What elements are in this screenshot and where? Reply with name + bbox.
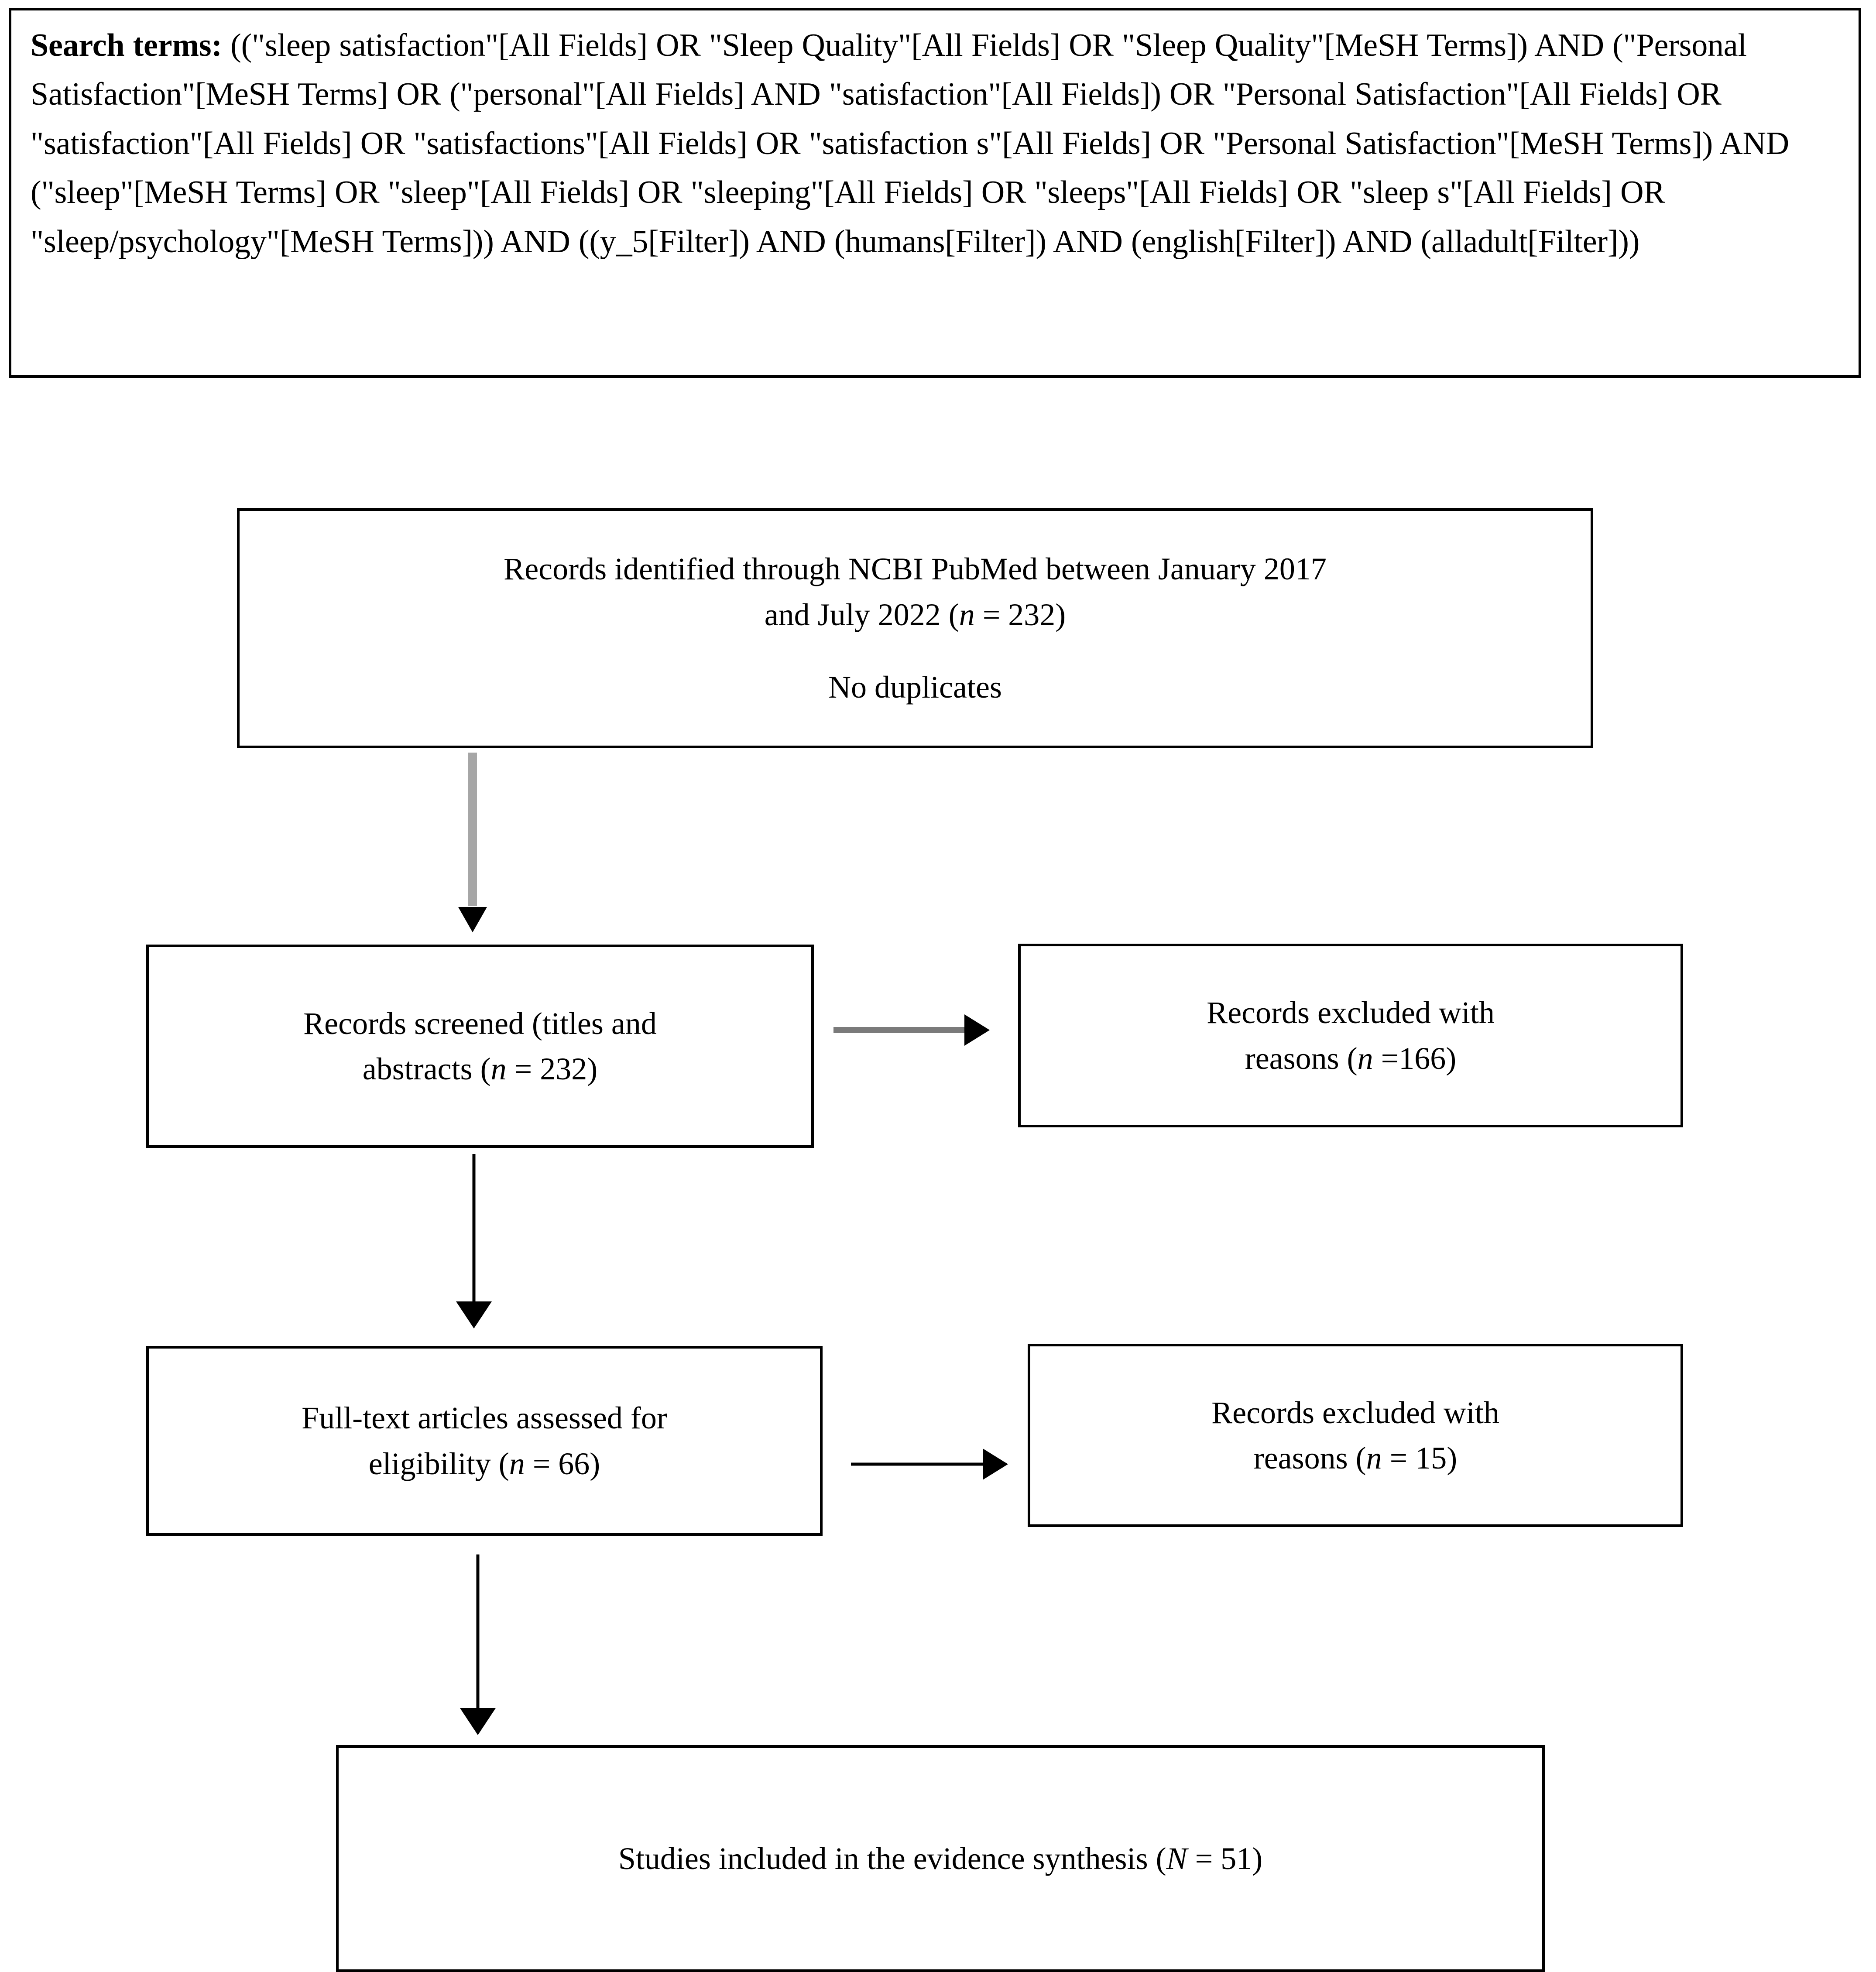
arrow-head-right-icon <box>983 1448 1008 1480</box>
fulltext-n-symbol: n <box>509 1446 525 1481</box>
search-terms-panel: Search terms: (("sleep satisfaction"[All… <box>9 8 1861 378</box>
flow-box-records-excluded-screening: Records excluded with reasons (n =166) <box>1018 944 1683 1127</box>
arrow-fulltext-to-included <box>460 1554 496 1735</box>
records-screened-n-symbol: n <box>490 1051 507 1086</box>
fulltext-line2-post: = 66) <box>525 1446 600 1481</box>
records-excluded-2-line2: reasons (n = 15) <box>1254 1435 1458 1481</box>
studies-included-line1: Studies included in the evidence synthes… <box>618 1836 1262 1881</box>
search-terms-label: Search terms: <box>31 27 222 63</box>
records-identified-line3: No duplicates <box>828 670 1002 705</box>
arrow-shaft <box>851 1462 984 1466</box>
records-screened-line1: Records screened (titles and <box>303 1006 657 1041</box>
flow-box-records-screened: Records screened (titles and abstracts (… <box>146 945 814 1148</box>
flow-box-records-excluded-eligibility: Records excluded with reasons (n = 15) <box>1028 1344 1683 1527</box>
records-identified-line2-post: = 232) <box>974 597 1066 632</box>
search-terms-text: Search terms: (("sleep satisfaction"[All… <box>31 21 1845 266</box>
records-excluded-1-line2-post: =166) <box>1373 1041 1457 1076</box>
records-excluded-1-line2: reasons (n =166) <box>1245 1036 1457 1081</box>
arrow-head-down-icon <box>460 1708 496 1735</box>
arrow-head-right-icon <box>964 1014 990 1046</box>
records-excluded-1-line1: Records excluded with <box>1207 995 1495 1031</box>
arrow-shaft <box>472 1154 476 1303</box>
arrow-identified-to-screened <box>458 753 487 932</box>
flow-box-records-identified: Records identified through NCBI PubMed b… <box>237 508 1593 748</box>
arrow-shaft <box>476 1554 480 1710</box>
records-excluded-2-line1: Records excluded with <box>1211 1395 1499 1430</box>
records-screened-line2-pre: abstracts ( <box>362 1051 491 1086</box>
arrow-shaft <box>833 1027 964 1033</box>
studies-included-line1-pre: Studies included in the evidence synthes… <box>618 1841 1166 1876</box>
arrow-head-down-icon <box>458 907 487 932</box>
flow-box-fulltext-assessed: Full-text articles assessed for eligibil… <box>146 1346 823 1536</box>
records-excluded-2-line2-post: = 15) <box>1382 1441 1458 1476</box>
studies-included-line1-post: = 51) <box>1187 1841 1263 1876</box>
records-excluded-2-line2-pre: reasons ( <box>1253 1441 1366 1476</box>
fulltext-line2-pre: eligibility ( <box>368 1446 509 1481</box>
arrow-screened-to-excluded <box>833 1012 990 1048</box>
arrow-fulltext-to-excluded <box>851 1446 1008 1482</box>
records-excluded-1-n-symbol: n <box>1357 1041 1373 1076</box>
arrow-shaft <box>468 753 477 906</box>
studies-included-N-symbol: N <box>1166 1841 1187 1876</box>
records-identified-line1: Records identified through NCBI PubMed b… <box>504 551 1327 587</box>
records-excluded-2-n-symbol: n <box>1366 1441 1382 1476</box>
flow-box-studies-included: Studies included in the evidence synthes… <box>336 1745 1545 1972</box>
records-identified-line2-pre: and July 2022 ( <box>764 597 959 632</box>
arrow-screened-to-fulltext <box>456 1154 492 1328</box>
records-excluded-1-line2-pre: reasons ( <box>1245 1041 1358 1076</box>
search-terms-query: (("sleep satisfaction"[All Fields] OR "S… <box>31 27 1790 260</box>
records-identified-n-symbol: n <box>959 597 975 632</box>
fulltext-line1: Full-text articles assessed for <box>302 1400 667 1436</box>
fulltext-line2: eligibility (n = 66) <box>369 1441 600 1486</box>
records-screened-line2: abstracts (n = 232) <box>363 1046 597 1092</box>
records-screened-line2-post: = 232) <box>506 1051 598 1086</box>
arrow-head-down-icon <box>456 1301 492 1328</box>
records-identified-line2: and July 2022 (n = 232) <box>765 592 1066 637</box>
